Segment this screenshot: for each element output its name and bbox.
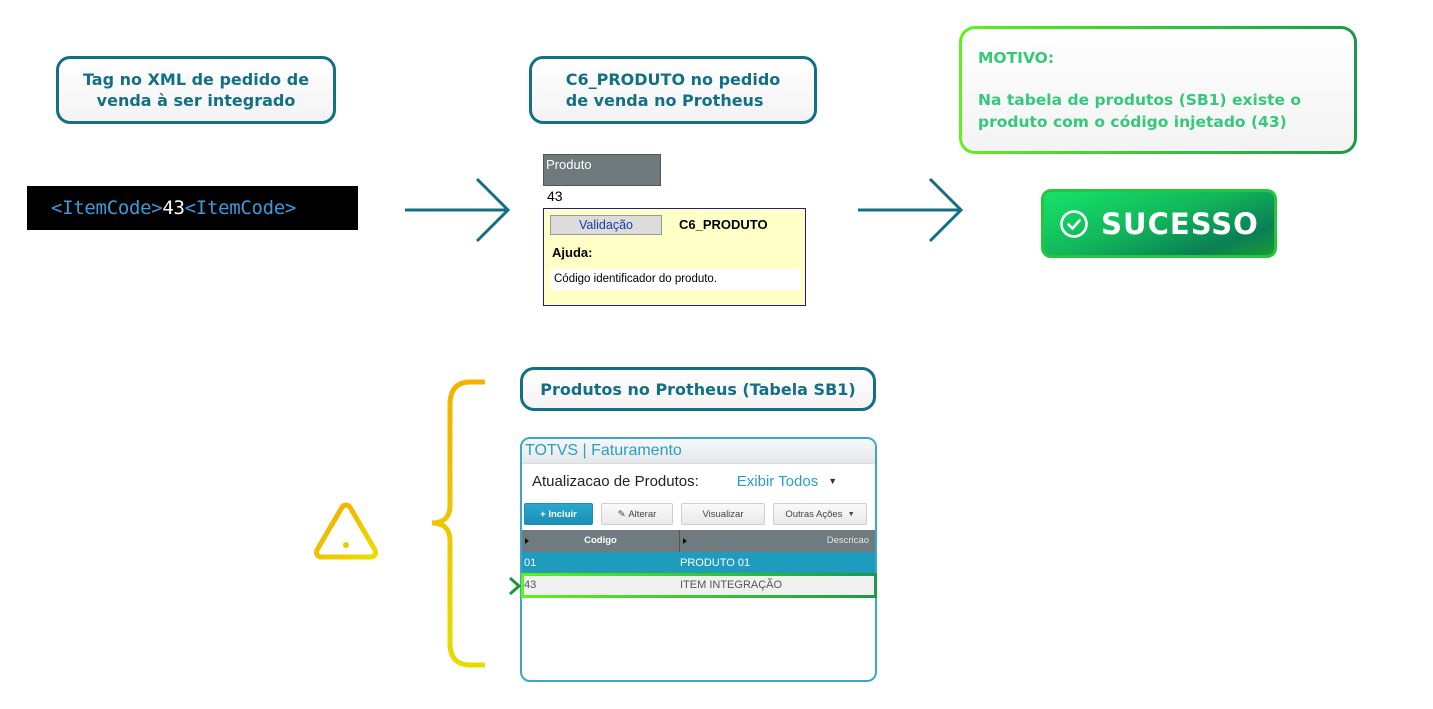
window-title: TOTVS | Faturamento <box>522 439 875 464</box>
field-name: C6_PRODUTO <box>679 217 768 232</box>
produto-field-header: Produto <box>543 154 661 186</box>
warning-icon <box>314 502 378 560</box>
arrow-right-icon <box>858 177 964 243</box>
xml-tag-title: Tag no XML de pedido de venda à ser integ… <box>56 56 336 124</box>
caret-down-icon[interactable]: ▼ <box>828 476 838 486</box>
validation-button[interactable]: Validação <box>550 215 662 235</box>
products-subtitle: Atualizacao de Produtos: <box>532 472 699 490</box>
help-text: Código identificador do produto. <box>550 269 800 290</box>
filter-select[interactable]: Exibir Todos <box>736 472 819 490</box>
incluir-button[interactable]: + Incluir <box>524 503 593 525</box>
sb1-title: Produtos no Protheus (Tabela SB1) <box>520 367 876 411</box>
reason-text: Na tabela de produtos (SB1) existe o pro… <box>978 91 1302 131</box>
xml-close-tag: <ItemCode> <box>184 197 297 219</box>
outras-acoes-button[interactable]: Outras Ações ▼ <box>773 503 867 525</box>
dropdown-arrow-icon: ▼ <box>847 510 855 518</box>
help-panel: Validação C6_PRODUTO Ajuda: Código ident… <box>543 208 806 306</box>
c6-title-line1: C6_PRODUTO no pedido <box>565 70 781 89</box>
highlight-frame <box>521 573 877 598</box>
pencil-icon: ✎ <box>617 508 626 520</box>
grid-header: Codigo Descricao <box>522 530 875 552</box>
xml-tag-title-line2: venda à ser integrado <box>96 91 296 110</box>
alterar-button[interactable]: ✎ Alterar <box>601 503 673 525</box>
help-label: Ajuda: <box>552 245 593 260</box>
xml-open-tag: <ItemCode> <box>51 197 163 219</box>
column-descricao[interactable]: Descricao <box>680 530 875 552</box>
produto-field-value[interactable]: 43 <box>543 186 661 208</box>
c6-title-line2: de venda no Protheus <box>565 91 764 110</box>
reason-box: MOTIVO: Na tabela de produtos (SB1) exis… <box>959 26 1357 154</box>
totvs-window: TOTVS | Faturamento Atualizacao de Produ… <box>520 437 877 682</box>
c6-produto-title: C6_PRODUTO no pedido de venda no Protheus <box>529 56 817 124</box>
visualizar-button[interactable]: Visualizar <box>681 503 765 525</box>
pointer-arrow-icon <box>490 576 522 596</box>
success-badge: SUCESSO <box>1041 189 1277 258</box>
xml-code-snippet: <ItemCode>43<ItemCode> <box>27 186 358 230</box>
success-label: SUCESSO <box>1101 206 1259 241</box>
column-codigo[interactable]: Codigo <box>522 530 680 552</box>
xml-value: 43 <box>162 197 185 219</box>
arrow-right-icon <box>405 177 511 243</box>
check-circle-icon <box>1060 209 1088 238</box>
curly-brace <box>420 379 485 668</box>
table-row[interactable]: 01 PRODUTO 01 <box>522 552 875 574</box>
xml-tag-title-line1: Tag no XML de pedido de <box>82 70 310 89</box>
reason-label: MOTIVO: <box>978 49 1055 67</box>
